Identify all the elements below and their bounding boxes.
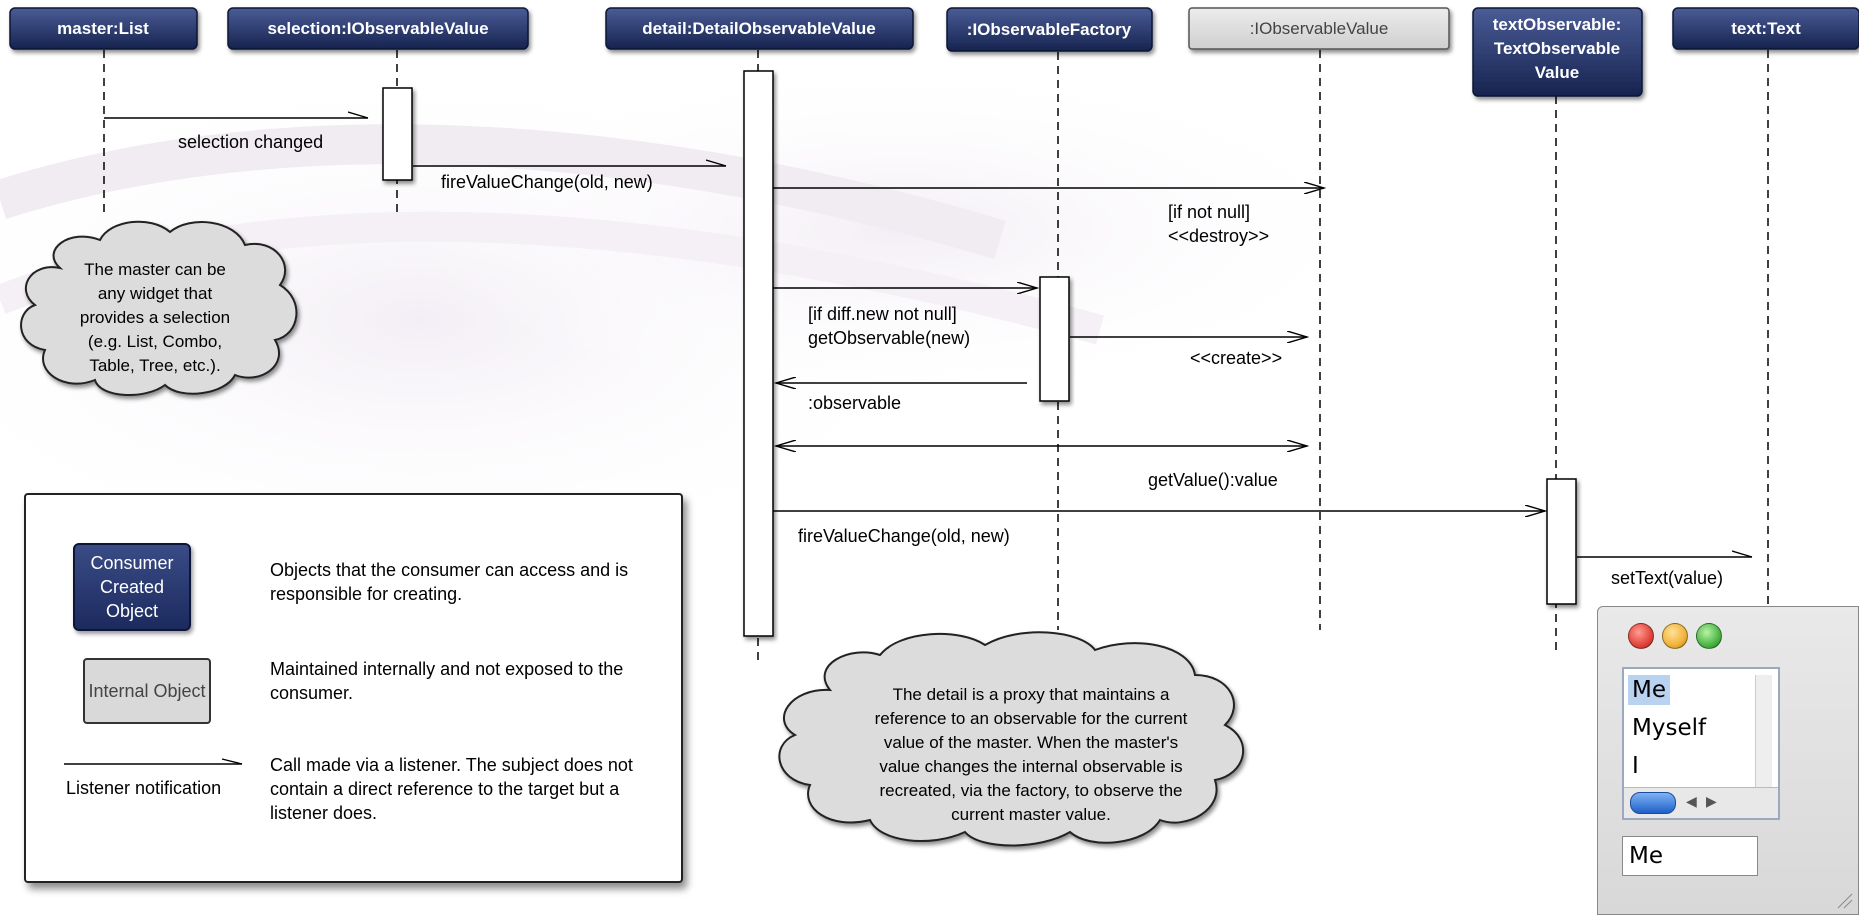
detail-note-line-3: value of the master. When the master's — [884, 733, 1178, 752]
activation-text-observable — [1546, 478, 1577, 605]
resize-grip-icon[interactable] — [1834, 890, 1854, 910]
lifeline-label-text-observable-line2: TextObservable — [1494, 39, 1620, 58]
lifeline-label-text-observable-line1: textObservable: — [1493, 15, 1622, 34]
message-set-text: setText(value) — [1611, 568, 1723, 588]
message-fire-value-change-1: fireValueChange(old, new) — [441, 172, 653, 192]
minimize-window-icon[interactable] — [1662, 623, 1688, 649]
list-item[interactable]: Me — [1632, 677, 1666, 703]
maximize-window-icon[interactable] — [1696, 623, 1722, 649]
lifeline-header-internal-observable — [1188, 7, 1450, 50]
lifeline-label-text: text:Text — [1731, 19, 1801, 38]
message-destroy: <<destroy>> — [1168, 226, 1269, 246]
list-item[interactable]: I — [1632, 753, 1639, 779]
message-create: <<create>> — [1190, 348, 1282, 368]
scrollbar-thumb[interactable] — [1630, 792, 1676, 814]
master-note-line-4: (e.g. List, Combo, — [88, 332, 222, 351]
lifeline-header-text — [1672, 7, 1859, 50]
list-selection-highlight — [1628, 675, 1670, 705]
legend-internal-description: Maintained internally and not exposed to… — [270, 659, 624, 703]
message-selection-changed: selection changed — [178, 132, 323, 152]
activation-factory — [1039, 276, 1070, 402]
vertical-scrollbar[interactable] — [1755, 675, 1772, 813]
scroll-left-icon[interactable]: ◀ — [1686, 793, 1697, 809]
message-fire-value-change-2: fireValueChange(old, new) — [798, 526, 1010, 546]
detail-note-line-5: recreated, via the factory, to observe t… — [879, 781, 1182, 800]
legend-internal-box: Internal Object — [83, 658, 211, 724]
lifeline-label-selection: selection:IObservableValue — [267, 19, 488, 38]
legend-listener-description: Call made via a listener. The subject do… — [270, 755, 633, 823]
lifeline-header-selection — [227, 7, 529, 50]
activation-detail — [743, 70, 774, 637]
lifeline-label-detail: detail:DetailObservableValue — [642, 19, 875, 38]
example-list[interactable]: Me Myself I ◀ ▶ — [1622, 667, 1780, 820]
message-get-value: getValue():value — [1148, 470, 1278, 490]
lifeline-label-text-observable-line3: Value — [1535, 63, 1579, 82]
detail-note-cloud — [778, 631, 1244, 847]
list-item[interactable]: Myself — [1632, 715, 1707, 741]
lifeline-header-text-observable — [1472, 7, 1643, 97]
lifeline-header-detail — [605, 7, 914, 50]
close-window-icon[interactable] — [1628, 623, 1654, 649]
detail-note-line-1: The detail is a proxy that maintains a — [893, 685, 1170, 704]
message-observable-return: :observable — [808, 393, 901, 413]
activation-selection — [382, 87, 413, 181]
legend-listener-label: Listener notification — [66, 778, 222, 798]
lifeline-label-factory: :IObservableFactory — [967, 20, 1132, 39]
scroll-right-icon[interactable]: ▶ — [1706, 793, 1717, 809]
detail-note-line-6: current master value. — [951, 805, 1111, 824]
lifeline-label-master: master:List — [57, 19, 149, 38]
message-get-observable: getObservable(new) — [808, 328, 970, 348]
master-note-line-1: The master can be — [84, 260, 226, 279]
horizontal-scrollbar[interactable]: ◀ ▶ — [1624, 787, 1778, 818]
example-text-field[interactable]: Me — [1622, 836, 1758, 876]
detail-note-line-2: reference to an observable for the curre… — [875, 709, 1188, 728]
legend-listener-arrow — [64, 758, 243, 765]
master-note-cloud — [20, 220, 298, 396]
legend-consumer-description: Objects that the consumer can access and… — [270, 560, 629, 604]
message-if-diff-new: [if diff.new not null] — [808, 304, 957, 324]
legend-consumer-box: Consumer Created Object — [73, 543, 191, 631]
lifeline-header-factory — [946, 7, 1153, 52]
lifeline-label-internal-observable: :IObservableValue — [1250, 19, 1389, 38]
master-note-line-2: any widget that — [98, 284, 213, 303]
lifeline-header-master — [9, 7, 198, 50]
example-window: Me Myself I ◀ ▶ Me — [1597, 606, 1859, 915]
message-if-not-null: [if not null] — [1168, 202, 1250, 222]
legend: Consumer Created Object Objects that the… — [24, 493, 683, 883]
master-note-line-3: provides a selection — [80, 308, 230, 327]
master-note-line-5: Table, Tree, etc.). — [89, 356, 220, 375]
detail-note-line-4: value changes the internal observable is — [879, 757, 1182, 776]
